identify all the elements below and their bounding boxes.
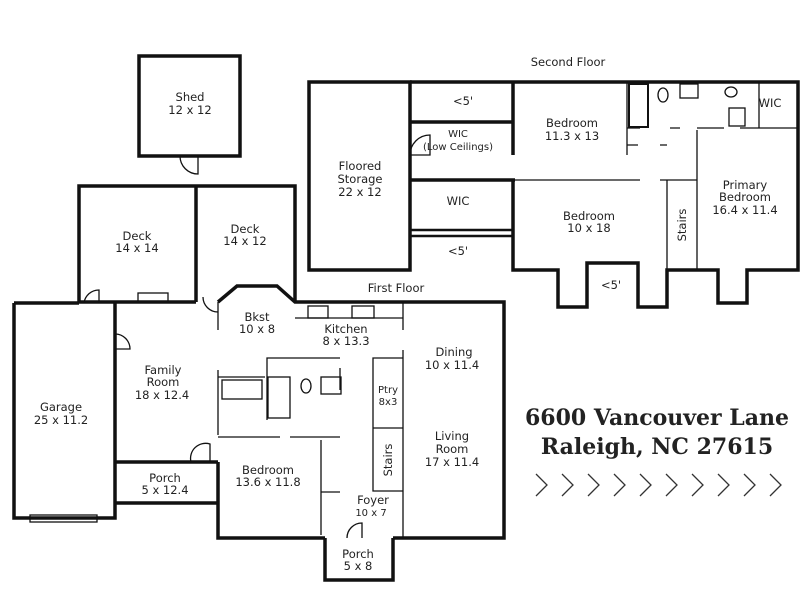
- wic-note: (Low Ceilings): [423, 142, 493, 153]
- second-floor-outline: [410, 80, 800, 309]
- svg-text:Floored: Floored: [339, 159, 382, 173]
- porch-label: Porch: [342, 547, 374, 561]
- chevron-right-icon: [691, 473, 704, 497]
- wall: [410, 228, 513, 238]
- bedroom-label: Bedroom: [242, 463, 294, 477]
- bathtub-icon: [628, 83, 649, 128]
- address-line-1: 6600 Vancouver Lane: [525, 405, 789, 431]
- kitchen-label: Kitchen: [324, 322, 367, 336]
- porch-label: Porch: [149, 471, 181, 485]
- family-room-label: Family: [144, 363, 181, 377]
- decks: [77, 184, 297, 302]
- bedroom-size: 10 x 18: [567, 221, 610, 235]
- wic-label: WIC: [448, 129, 468, 140]
- wic-label: WIC: [447, 194, 470, 208]
- deck-label: Deck: [123, 229, 152, 243]
- bath-walls: [626, 82, 680, 155]
- chevron-right-icon: [717, 473, 730, 497]
- sink-icon: [320, 376, 342, 395]
- chevron-right-icon: [561, 473, 574, 497]
- primary-bedroom-label: Primary: [723, 178, 768, 192]
- toilet-icon: [657, 87, 669, 103]
- deck-label: Deck: [231, 222, 260, 236]
- stairs-label: Stairs: [675, 209, 689, 242]
- chevron-row: [535, 473, 782, 497]
- front-porch: [323, 538, 395, 582]
- sink-icon: [728, 107, 746, 127]
- low-ceiling-label: <5': [453, 94, 473, 108]
- door-icon: [409, 134, 431, 156]
- door-icon: [179, 155, 199, 175]
- toilet-icon: [724, 86, 738, 98]
- primary-bedroom-label: Bedroom: [719, 190, 771, 204]
- interior-lines: [513, 82, 798, 270]
- washer-dryer-icon: [221, 379, 263, 400]
- garage-label: Garage: [40, 400, 82, 414]
- family-room-size: 18 x 12.4: [135, 388, 189, 402]
- bedroom-size: 13.6 x 11.8: [235, 475, 300, 489]
- door-icons: [83, 289, 363, 539]
- shed-size: 12 x 12: [168, 103, 211, 117]
- kitchen-sink-icon: [351, 305, 375, 319]
- breakfast-label: Bkst: [244, 310, 270, 324]
- sink-icon: [679, 83, 699, 99]
- living-room-size: 17 x 11.4: [425, 455, 479, 469]
- bathtub-icon: [267, 376, 291, 419]
- garage-porch-walls: [12, 300, 218, 520]
- address-line-2: Raleigh, NC 27615: [541, 434, 773, 460]
- interior-lines: [217, 302, 404, 538]
- second-floor: Second Floor Floored Storage 22 x 12 <5'…: [307, 55, 800, 309]
- family-room-label: Room: [147, 375, 180, 389]
- chevron-right-icon: [587, 473, 600, 497]
- bedroom-label: Bedroom: [546, 116, 598, 130]
- pantry-size: 8x3: [379, 397, 398, 408]
- wall: [410, 120, 515, 182]
- first-floor-heading: First Floor: [368, 281, 425, 295]
- deck-size: 14 x 12: [223, 234, 266, 248]
- living-room-label: Living: [435, 429, 469, 443]
- floored-storage-room: [307, 80, 412, 272]
- shed-label: Shed: [176, 90, 205, 104]
- svg-text:Storage: Storage: [338, 172, 383, 186]
- primary-bedroom-size: 16.4 x 11.4: [712, 203, 777, 217]
- chevron-right-icon: [535, 473, 548, 497]
- chevron-right-icon: [743, 473, 756, 497]
- dining-size: 10 x 11.4: [425, 358, 479, 372]
- first-floor: First Floor Shed 12 x 12 Deck 14 x 14 De…: [12, 54, 506, 582]
- pantry-label: Ptry: [378, 385, 398, 396]
- low-ceiling-label: <5': [601, 278, 621, 292]
- shed: [137, 54, 242, 158]
- living-room-label: Room: [436, 442, 469, 456]
- chevron-right-icon: [665, 473, 678, 497]
- svg-text:22 x 12: 22 x 12: [338, 185, 381, 199]
- chevron-right-icon: [769, 473, 782, 497]
- kitchen-size: 8 x 13.3: [322, 334, 369, 348]
- porch-size: 5 x 12.4: [141, 483, 188, 497]
- second-floor-heading: Second Floor: [531, 55, 606, 69]
- low-ceiling-label: <5': [448, 244, 468, 258]
- foyer-size: 10 x 7: [355, 508, 386, 519]
- chevron-right-icon: [613, 473, 626, 497]
- porch-size: 5 x 8: [344, 559, 373, 573]
- breakfast-size: 10 x 8: [239, 322, 275, 336]
- stairs-label: Stairs: [381, 444, 395, 477]
- bedroom-label: Bedroom: [563, 209, 615, 223]
- dining-label: Dining: [435, 345, 472, 359]
- chevron-right-icon: [639, 473, 652, 497]
- toilet-icon: [300, 378, 312, 394]
- deck-size: 14 x 14: [115, 241, 158, 255]
- garage-size: 25 x 11.2: [34, 413, 88, 427]
- wic-label: WIC: [759, 96, 782, 110]
- bedroom-size: 11.3 x 13: [545, 129, 599, 143]
- main-outline: [79, 284, 506, 540]
- stove-icon: [307, 305, 329, 319]
- garage-door: [29, 514, 98, 523]
- floored-storage-label: Floored Storage 22 x 12: [338, 159, 383, 199]
- foyer-label: Foyer: [357, 493, 389, 507]
